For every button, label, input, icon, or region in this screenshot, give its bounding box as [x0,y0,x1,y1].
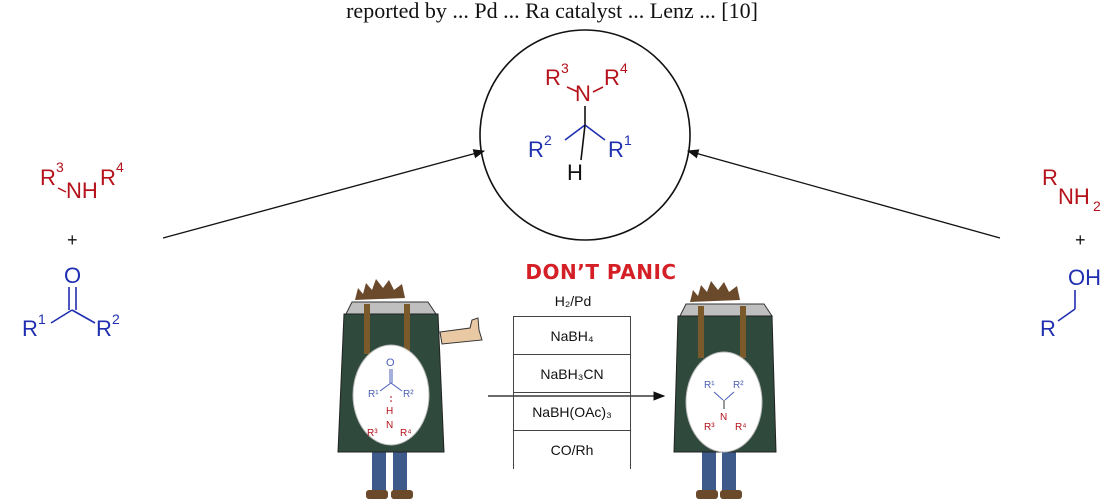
amine-sup4: 4 [116,159,124,175]
amine-nh: NH [66,178,98,203]
svg-text:H: H [386,406,393,417]
ketone-sup1: 1 [38,311,46,327]
arrow-left [162,149,486,239]
product-sup1: 1 [624,132,632,148]
reagent-cell: NaBH₃CN [513,355,631,393]
reagent-cell: NaBH₄ [513,317,631,355]
primary-amine-nh2: NH [1058,184,1090,209]
svg-text:N: N [720,412,727,423]
reagent-cell: NaBH(OAc)₃ [513,393,631,431]
ketone-r1: R [22,316,38,341]
svg-text:R²: R² [733,380,744,391]
product-h: H [567,160,583,185]
dont-panic-heading: DON’T PANIC [525,260,677,284]
ketone-r2: R [96,316,112,341]
product-sup3: 3 [561,60,569,76]
svg-text:R⁴: R⁴ [735,422,747,433]
product-r1: R [608,137,624,162]
alcohol-r: R [1040,316,1056,341]
right-plus: + [1075,230,1086,250]
svg-text:O: O [386,357,395,369]
amine-r3: R [40,165,56,190]
right-reactants: R NH 2 + OH R [1040,165,1101,341]
cartoon-figure-left: O R¹ R² H N R³ R⁴ [337,279,483,499]
product-r3: R [545,65,561,90]
amine-r4: R [100,165,116,190]
primary-amine-r: R [1042,165,1058,190]
reagent-table: NaBH₄ NaBH₃CN NaBH(OAc)₃ CO/Rh [513,316,631,469]
product-sup4: 4 [620,60,628,76]
svg-text:N: N [386,420,393,431]
arrow-right [686,149,1001,239]
cartoon-figure-right: R¹ R² N R³ R⁴ [673,281,777,499]
svg-text:R¹: R¹ [704,380,715,391]
svg-text:R⁴: R⁴ [400,428,412,439]
svg-text:R³: R³ [367,428,378,439]
product-sup2: 2 [544,132,552,148]
product-circle [479,29,691,241]
caption-text: reported by ... Pd ... Ra catalyst ... L… [346,0,758,23]
reagent-h2-pd: H₂/Pd [554,293,592,309]
product-n: N [575,81,591,106]
left-reactants: R 3 NH R 4 + O R 1 R 2 [22,159,124,341]
product-r4: R [604,65,620,90]
svg-text:R²: R² [403,389,414,400]
alcohol-oh: OH [1068,265,1101,290]
left-plus: + [67,230,78,250]
amine-sup3: 3 [56,159,64,175]
primary-amine-sub2: 2 [1093,198,1101,214]
reagent-cell: CO/Rh [513,431,631,469]
ketone-o: O [64,263,81,288]
svg-text:R¹: R¹ [368,389,379,400]
product-structure: R 3 N R 4 R 2 R 1 H [528,60,632,185]
bag-window-left [352,344,430,446]
product-r2: R [528,137,544,162]
svg-text:R³: R³ [704,422,715,433]
ketone-sup2: 2 [112,311,120,327]
